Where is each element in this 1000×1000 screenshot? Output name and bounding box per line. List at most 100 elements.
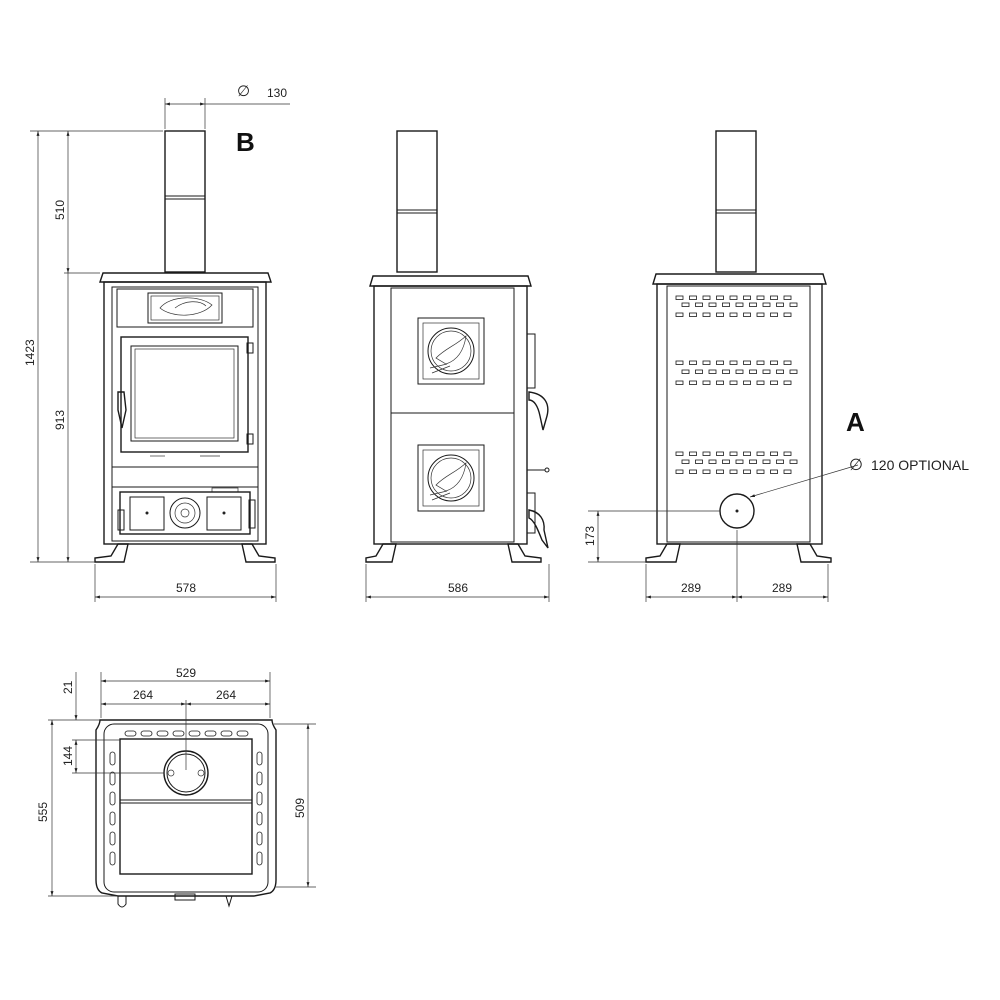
vent-slot (689, 312, 697, 317)
vent-slot (695, 459, 703, 464)
vent-slot (702, 380, 711, 385)
vent-slot (735, 369, 744, 374)
vent-slot (743, 295, 751, 300)
optional-outlet-label: 120 OPTIONAL (871, 457, 969, 473)
back-half-left-value: 289 (681, 581, 701, 595)
vent-slot (716, 360, 724, 365)
back-half-right-value: 289 (772, 581, 792, 595)
vent-slot (770, 360, 778, 365)
diameter-symbol: ∅ (237, 83, 250, 100)
side-edge-slot (256, 771, 263, 786)
view-label-b: B (236, 127, 255, 157)
vent-slot (729, 380, 738, 385)
side-view (365, 130, 550, 563)
side-edge-slot (256, 851, 263, 866)
vent-slot (743, 380, 751, 385)
side-edge-slot (109, 791, 116, 806)
top-depth-body-value: 509 (293, 798, 307, 818)
vent-slot (689, 469, 697, 474)
vent-slot (749, 369, 757, 374)
flue-height-value: 510 (53, 200, 67, 220)
vent-slot (762, 302, 771, 307)
vent-slot (702, 312, 711, 317)
vent-slot (681, 459, 690, 464)
top-edge-slot (220, 730, 233, 737)
vent-slot (783, 380, 792, 385)
dim-flue-diameter: ∅ 130 (164, 83, 290, 129)
side-edge-slot (256, 751, 263, 766)
vent-slot (702, 295, 711, 300)
body-height-value: 913 (53, 410, 67, 430)
vent-slot (729, 360, 738, 365)
vent-slot (729, 295, 738, 300)
side-width-value: 586 (448, 581, 468, 595)
vent-slot (756, 295, 765, 300)
top-edge-slot (236, 730, 249, 737)
vent-slot (783, 312, 792, 317)
vent-slot (770, 312, 778, 317)
vent-slot (756, 469, 765, 474)
vent-slot (776, 302, 784, 307)
top-half-right-value: 264 (216, 688, 236, 702)
vent-slot (756, 451, 765, 456)
vent-slot (702, 469, 711, 474)
vent-slot (716, 295, 724, 300)
vent-slot (702, 360, 711, 365)
back-view (645, 130, 832, 563)
vent-slot (689, 451, 697, 456)
vent-slot (735, 302, 744, 307)
top-depth-total-value: 555 (36, 802, 50, 822)
side-edge-slot (109, 771, 116, 786)
vent-slot (776, 459, 784, 464)
top-edge-slot (172, 730, 185, 737)
top-edge-slot (156, 730, 169, 737)
vent-slot (770, 451, 778, 456)
vent-slot (743, 360, 751, 365)
vent-slot (770, 469, 778, 474)
vent-slot (716, 451, 724, 456)
side-edge-slot (256, 831, 263, 846)
vent-slot (756, 360, 765, 365)
dim-front-vertical: 1423 510 913 (23, 130, 163, 563)
vent-slot (675, 312, 684, 317)
side-edge-slot (109, 831, 116, 846)
vent-slot (783, 469, 792, 474)
vent-slot (695, 302, 703, 307)
vent-slot (708, 369, 717, 374)
top-half-left-value: 264 (133, 688, 153, 702)
dim-side-width: 586 (365, 564, 550, 602)
optional-diameter-symbol: ∅ (849, 457, 863, 474)
vent-slot (675, 469, 684, 474)
vent-slot (722, 369, 730, 374)
outlet-height-value: 173 (583, 526, 597, 546)
vent-slot (675, 451, 684, 456)
vent-slot (749, 302, 757, 307)
vent-slot (722, 459, 730, 464)
front-view (94, 130, 276, 563)
vent-slot (749, 459, 757, 464)
dim-back: 289 289 173 ∅ 120 OPTIONAL A (583, 407, 969, 602)
vent-slot (695, 369, 703, 374)
vent-slot (681, 369, 690, 374)
vent-slot (756, 312, 765, 317)
side-edge-slot (109, 751, 116, 766)
side-edge-slot (109, 851, 116, 866)
vent-slot (716, 380, 724, 385)
top-offset-value: 21 (61, 680, 75, 694)
flue-diameter-value: 130 (267, 86, 287, 100)
vent-slot (689, 295, 697, 300)
vent-slot (789, 302, 798, 307)
vent-slot (708, 302, 717, 307)
top-edge-slot (188, 730, 201, 737)
vent-slot (716, 312, 724, 317)
top-edge-slot (124, 730, 137, 737)
vent-slot (789, 459, 798, 464)
top-view (95, 719, 277, 908)
side-edge-slot (256, 791, 263, 806)
vent-slot (702, 451, 711, 456)
top-edge-slot (140, 730, 153, 737)
vent-slot (783, 360, 792, 365)
total-height-value: 1423 (23, 339, 37, 366)
vent-slot (729, 469, 738, 474)
